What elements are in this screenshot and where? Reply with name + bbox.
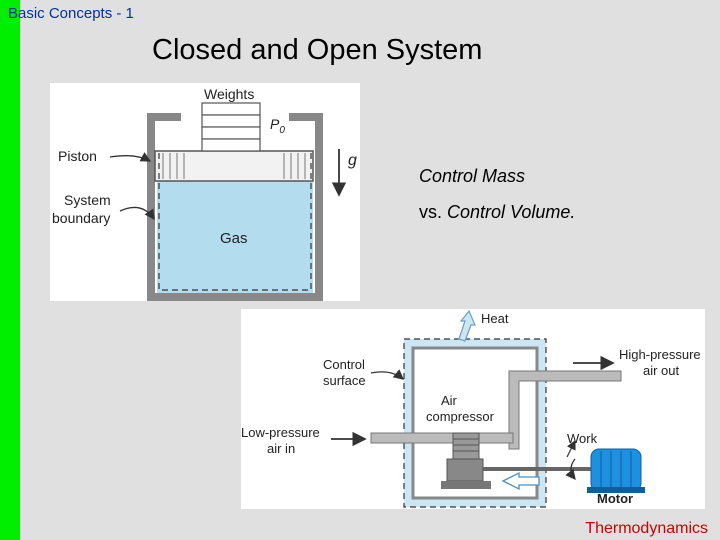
heat-label: Heat <box>481 311 509 326</box>
piston-arrow <box>109 152 152 162</box>
heat-arrow <box>458 309 476 342</box>
weights-stack <box>201 102 261 152</box>
motor-label: Motor <box>597 491 633 506</box>
system-label-line2: boundary <box>52 210 110 226</box>
piston <box>154 150 314 182</box>
flow-arrow <box>501 471 540 491</box>
low-pressure-line1: Low-pressure <box>241 425 320 440</box>
air-compressor-line1: Air <box>441 393 458 408</box>
gas-region <box>157 181 313 293</box>
p0-label: P0 <box>270 116 285 136</box>
weights-label: Weights <box>204 86 254 102</box>
low-pressure-line2: air in <box>267 441 295 456</box>
control-surface-line2: surface <box>323 373 366 388</box>
slide-title: Closed and Open System <box>152 34 483 66</box>
boundary-arrow <box>119 206 155 221</box>
control-surface-line1: Control <box>323 357 365 372</box>
control-surface-arrow <box>370 369 404 380</box>
outlet-pipe <box>508 370 622 450</box>
work-arrow <box>565 458 576 481</box>
slide-header: Basic Concepts - 1 <box>8 5 134 22</box>
motor <box>587 448 645 493</box>
piston-label: Piston <box>58 148 97 164</box>
inlet-pipe <box>370 432 514 444</box>
slide-footer: Thermodynamics <box>585 520 708 537</box>
open-system-figure: Heat Motor Work Control surface Air c <box>241 309 705 509</box>
gravity-label: g <box>348 152 357 169</box>
closed-system-figure: Weights P0 Piston System boundary Gas g <box>50 83 360 301</box>
high-pressure-line1: High-pressure <box>619 347 701 362</box>
control-volume-text: vs. Control Volume. <box>419 202 576 222</box>
air-compressor-line2: compressor <box>426 409 495 424</box>
high-pressure-line2: air out <box>643 363 680 378</box>
work-label: Work <box>567 431 598 446</box>
control-mass-text: Control Mass <box>419 166 526 186</box>
accent-bar <box>0 0 20 540</box>
compressor <box>441 432 491 489</box>
system-label-line1: System <box>64 192 111 208</box>
gas-label: Gas <box>220 230 248 247</box>
